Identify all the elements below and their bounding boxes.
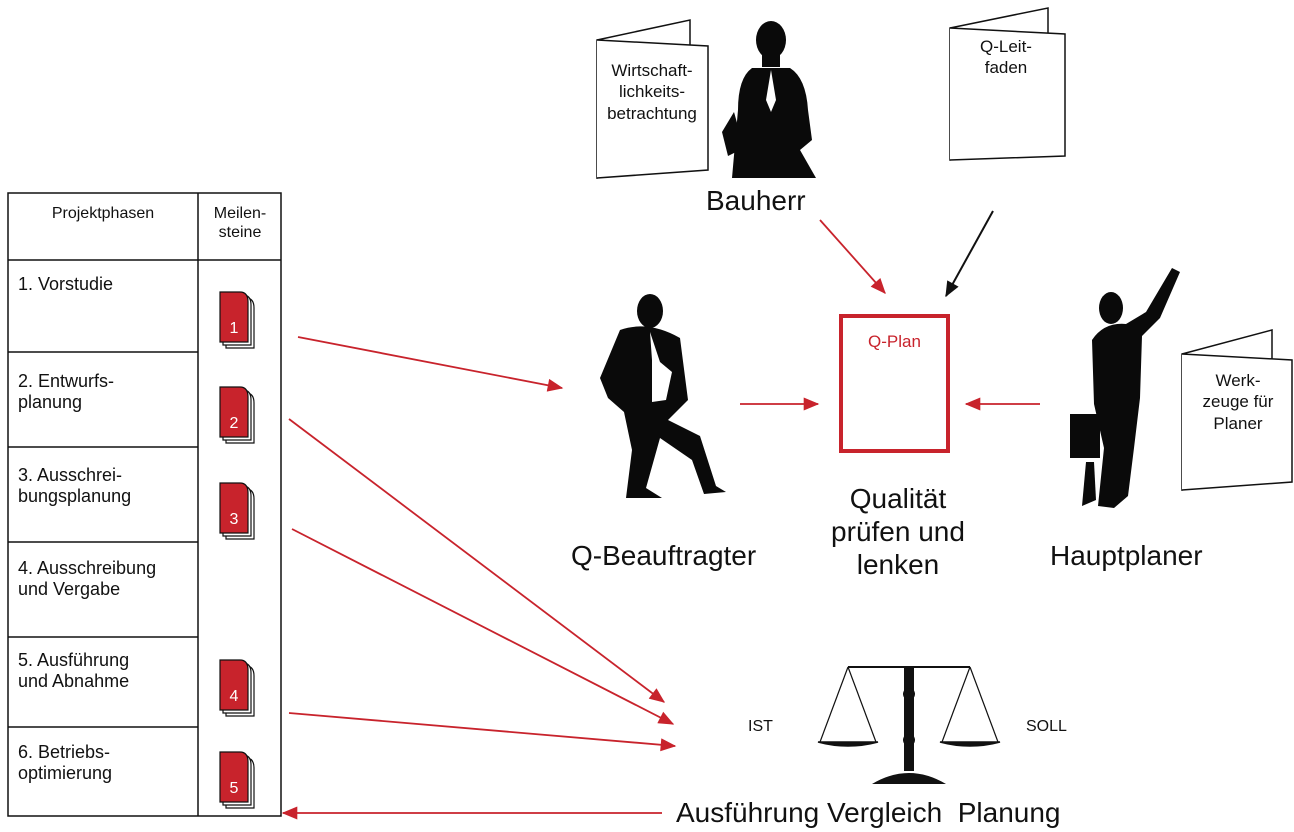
milestone-3-number: 3 xyxy=(229,511,239,528)
q-plan-box xyxy=(839,314,950,453)
document-wirtschaftlichkeit-icon xyxy=(596,19,709,179)
document-werkzeuge-icon xyxy=(1181,329,1293,491)
arrow-m2-to-scale xyxy=(288,418,666,703)
comparison-caption: Ausführung Vergleich Planung xyxy=(676,797,1061,828)
header-meilensteine: Meilen- steine xyxy=(213,205,267,241)
phase-6-label: 6. Betriebs- optimierung xyxy=(18,742,113,784)
phase-5-label: 5. Ausführung und Abnahme xyxy=(18,650,130,692)
phase-table xyxy=(7,192,282,817)
milestone-5-icon xyxy=(219,751,255,809)
bauherr-figure-icon xyxy=(722,21,816,178)
milestone-5-number: 5 xyxy=(229,780,239,797)
arrow-leitfaden-to-qplan xyxy=(945,210,994,298)
milestone-icons xyxy=(219,291,255,809)
q-beauftragter-figure-icon xyxy=(600,294,726,498)
doc-werkzeuge-text: Werk- zeuge für Planer xyxy=(1202,371,1274,433)
milestone-1-icon xyxy=(219,291,255,349)
phase-1-label: 1. Vorstudie xyxy=(18,274,114,294)
q-plan-label: Q-Plan xyxy=(868,332,921,351)
role-q-beauftragter-label: Q-Beauftragter xyxy=(571,540,757,571)
hauptplaner-figure-icon xyxy=(1070,268,1180,508)
phase-2-label: 2. Entwurfs- planung xyxy=(18,371,115,413)
header-projektphasen: Projektphasen xyxy=(51,205,155,222)
scale-icon xyxy=(817,666,1001,784)
phase-4-label: 4. Ausschreibung und Vergabe xyxy=(18,558,157,600)
milestone-4-icon xyxy=(219,659,255,717)
role-hauptplaner-label: Hauptplaner xyxy=(1050,540,1203,571)
arrow-m4-to-scale xyxy=(288,712,677,752)
qualitaet-label: Qualität prüfen und lenken xyxy=(831,483,965,581)
arrow-m1-to-beauftragter xyxy=(297,336,564,392)
arrow-m3-to-scale xyxy=(291,528,675,725)
milestone-2-icon xyxy=(219,386,255,444)
document-leitfaden-icon xyxy=(949,7,1066,161)
milestone-1-number: 1 xyxy=(229,320,239,337)
milestone-4-number: 4 xyxy=(229,688,239,705)
doc-leitfaden-text: Q-Leit- faden xyxy=(980,37,1032,78)
soll-label: SOLL xyxy=(1026,718,1067,735)
phase-3-label: 3. Ausschrei- bungsplanung xyxy=(18,465,132,507)
doc-wirtschaftlichkeit-text: Wirtschaft- lichkeits- betrachtung xyxy=(607,61,697,123)
arrows xyxy=(281,219,1040,820)
ist-label: IST xyxy=(748,718,773,735)
role-bauherr-label: Bauherr xyxy=(706,185,806,216)
milestone-3-icon xyxy=(219,482,255,540)
arrow-bauherr-to-qplan xyxy=(819,219,886,294)
milestone-2-number: 2 xyxy=(229,415,239,432)
